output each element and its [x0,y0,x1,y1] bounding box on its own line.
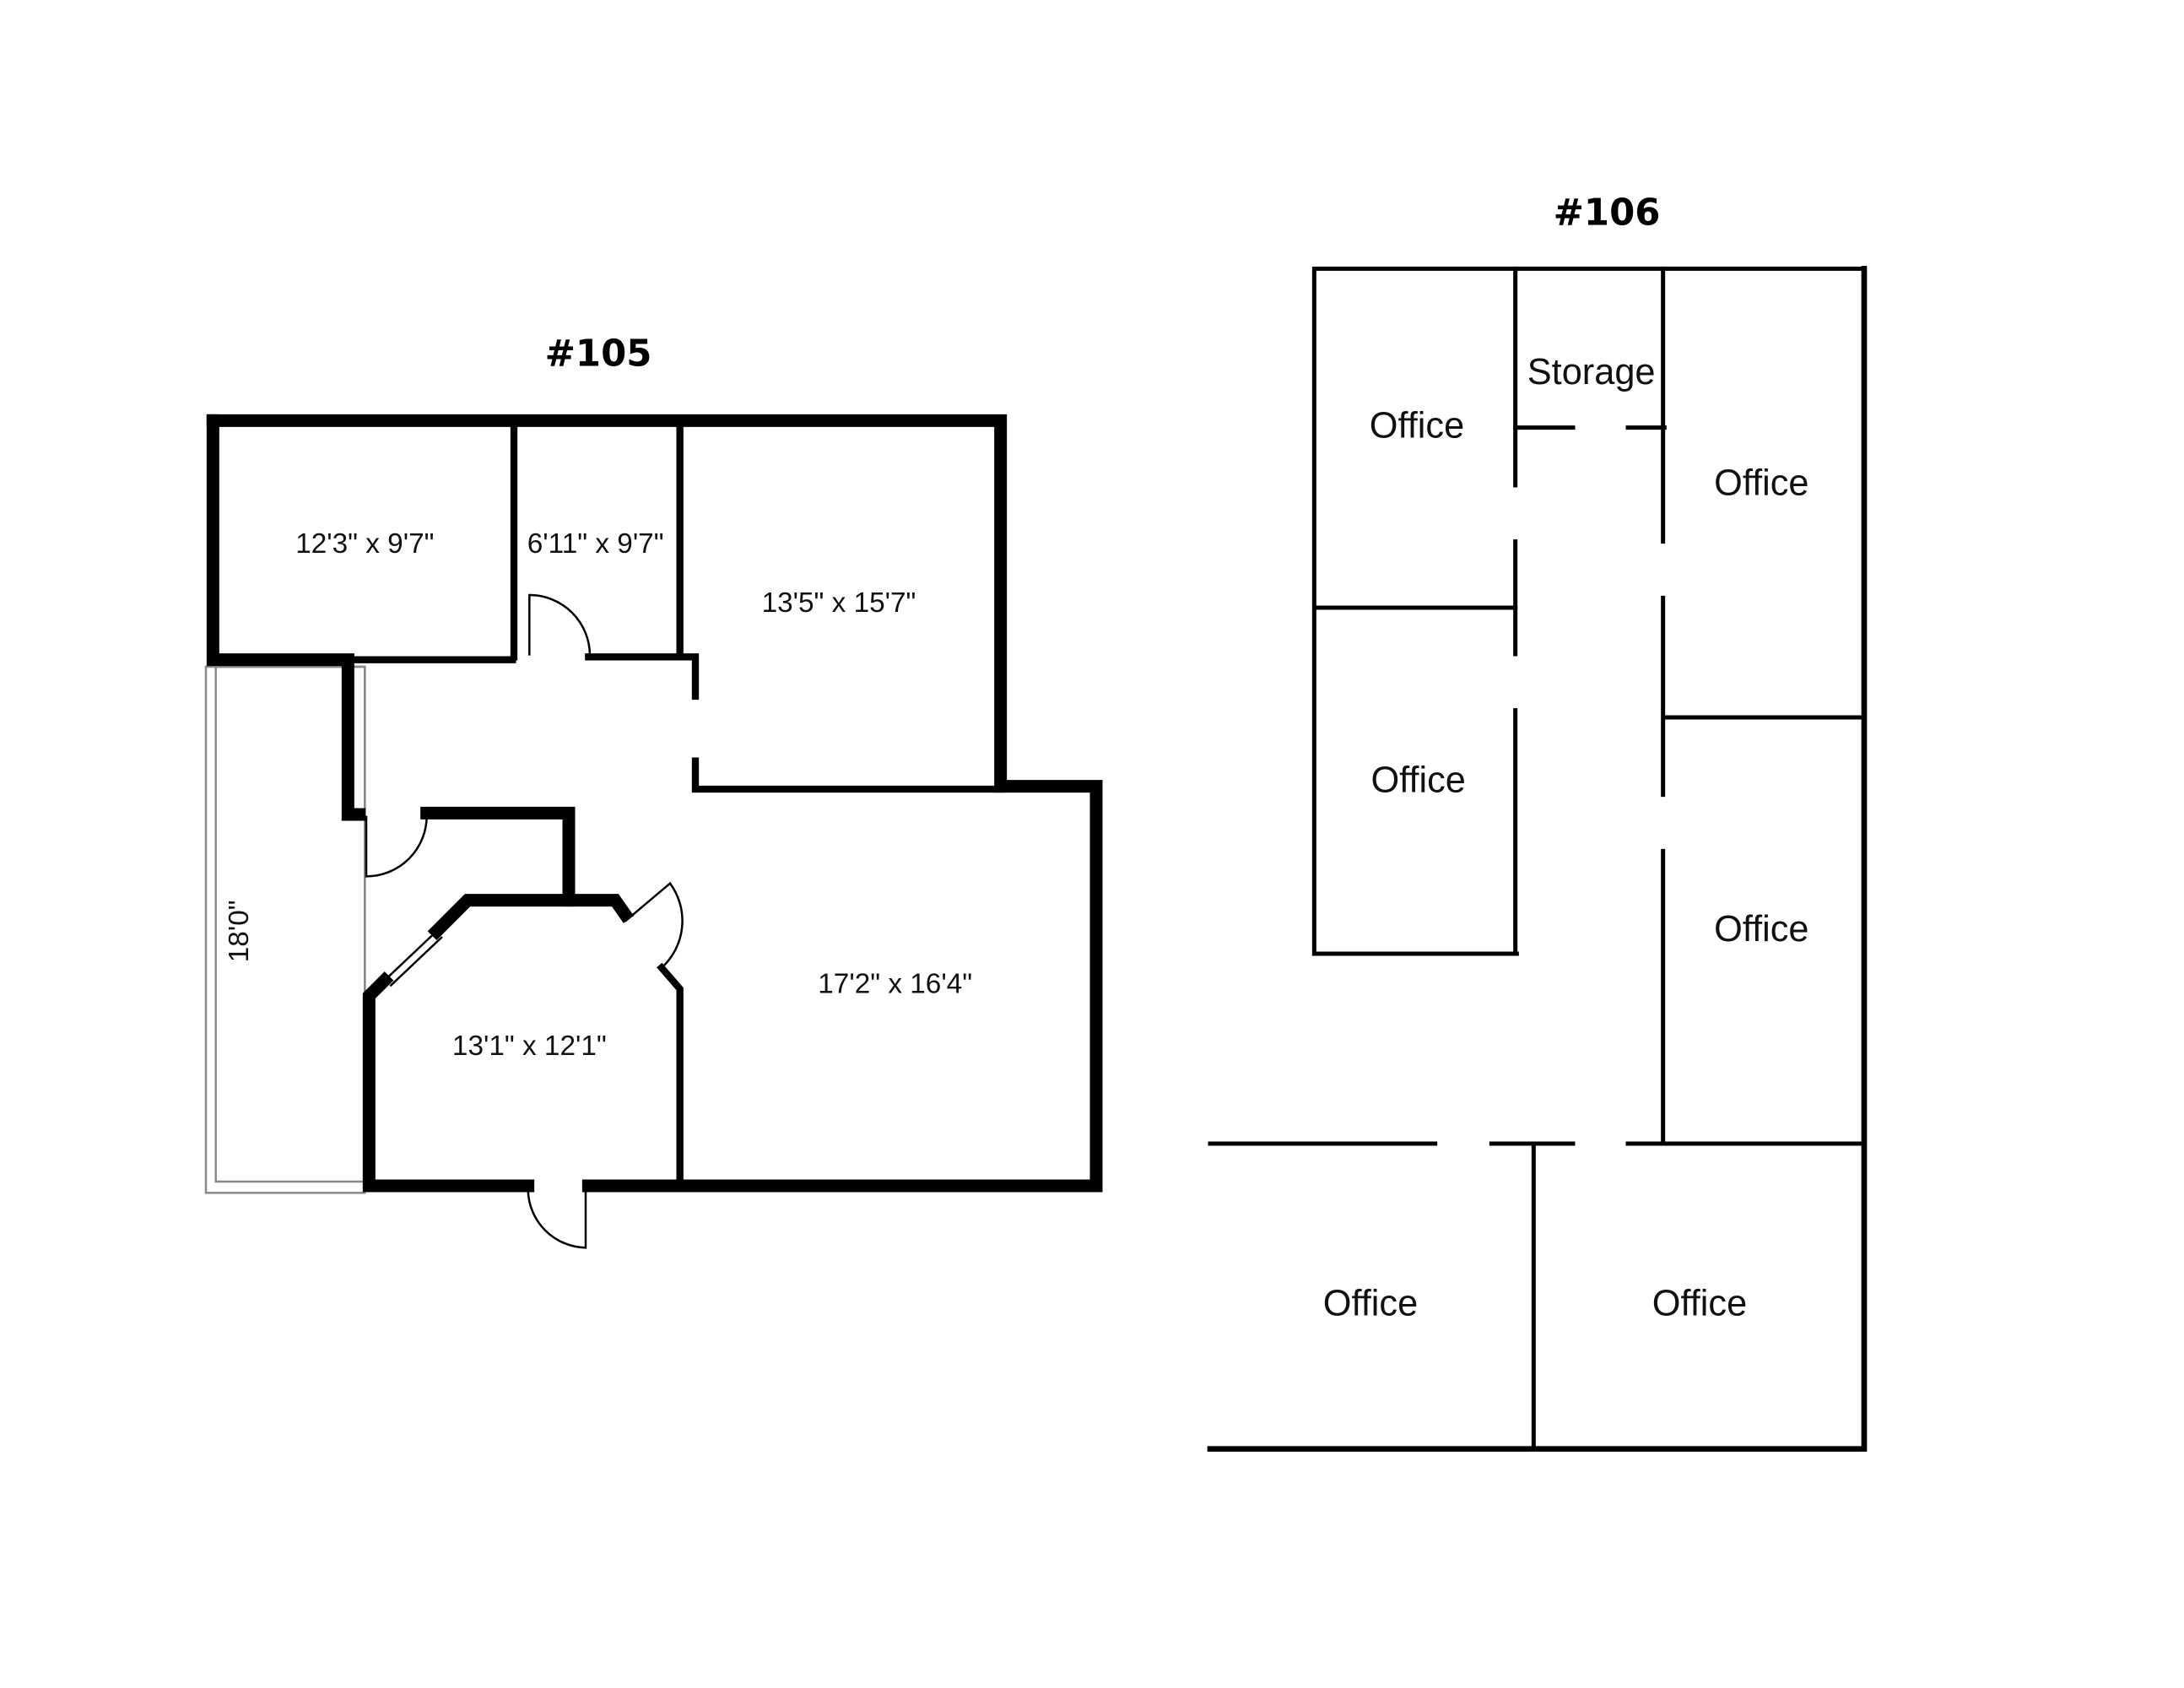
room-label: Office [1370,405,1464,446]
room-label: 17'2" x 16'4" [818,969,972,1000]
room-label: 13'5" x 15'7" [762,587,916,619]
room-label: Office [1714,909,1808,950]
room-label: Office [1323,1283,1418,1323]
room-label: Office [1714,463,1808,504]
unit-106-title: #106 [1554,192,1661,235]
room-label: Office [1652,1283,1747,1323]
unit-106-plan: #106 Office Storage Office Office Office… [1207,192,1868,1452]
room-label: 6'11" x 9'7" [527,528,664,560]
balcony-dimension: 18'0" [224,900,255,962]
balcony [204,665,366,1194]
room-label: 13'1" x 12'1" [452,1031,607,1062]
unit-105-plan: #105 12'3" x 9'7" 6'11" x 9'7" 13'5" x 1… [204,333,1103,1249]
room-label: Storage [1527,352,1656,392]
room-label: 12'3" x 9'7" [295,528,434,560]
doors-105 [365,593,684,1249]
room-label: Office [1370,760,1465,800]
walls-105 [206,414,1103,1193]
walls-106 [1207,266,1868,1452]
unit-105-title: #105 [545,333,652,375]
